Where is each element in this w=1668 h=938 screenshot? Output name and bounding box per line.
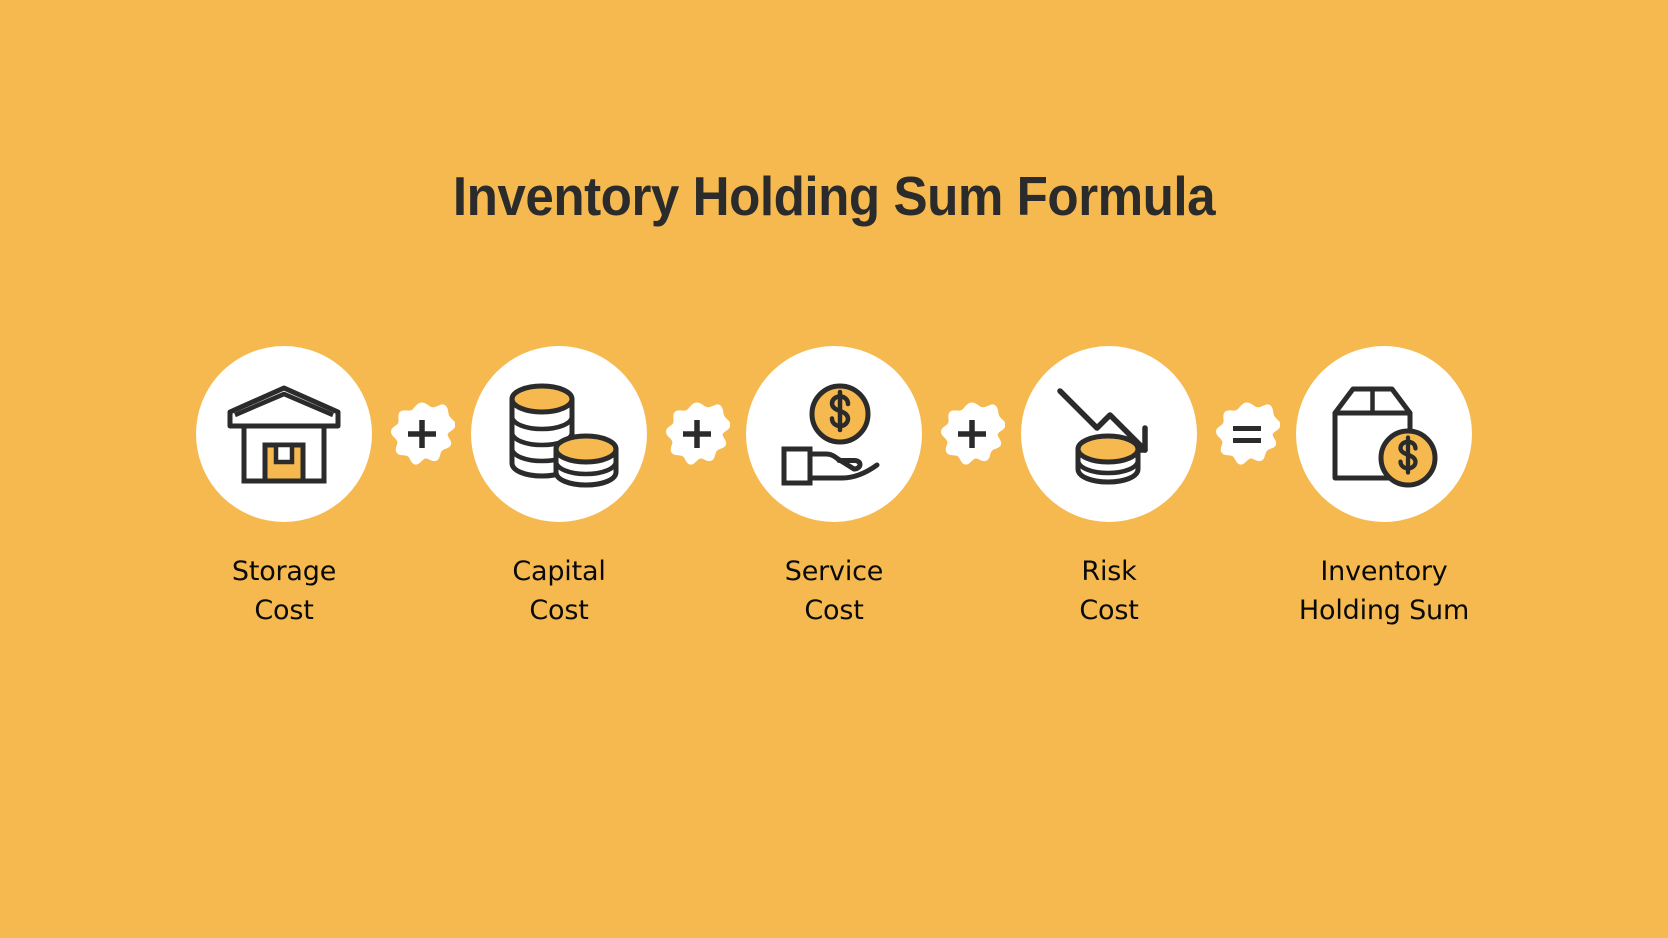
term-label-capital-cost: Capital Cost — [512, 552, 605, 630]
formula-term-risk-cost: Risk Cost — [1002, 346, 1217, 630]
plus-operator-3 — [935, 346, 1009, 522]
plus-operator-badge-icon — [939, 401, 1005, 467]
plus-operator-1 — [385, 346, 459, 522]
term-label-line2: Cost — [1079, 595, 1139, 627]
term-label-line1: Storage — [231, 556, 337, 587]
formula-term-inventory-holding-sum: Inventory Holding Sum — [1277, 346, 1492, 630]
formula-term-storage-cost: Storage Cost — [177, 346, 392, 630]
term-label-line2: Cost — [804, 595, 864, 627]
icon-disc-storage — [196, 346, 372, 522]
term-label-storage-cost: Storage Cost — [232, 552, 336, 630]
declining-arrow-coins-icon — [1053, 381, 1165, 487]
term-label-inventory-holding-sum: Inventory Holding Sum — [1299, 552, 1469, 630]
icon-disc-inventory-holding-sum — [1296, 346, 1472, 522]
term-label-line2: Cost — [529, 595, 589, 627]
formula-term-service-cost: Service Cost — [727, 346, 942, 630]
page-title: Inventory Holding Sum Formula — [452, 165, 1216, 227]
plus-operator-badge-icon — [664, 401, 730, 467]
term-label-line2: Cost — [254, 595, 314, 627]
icon-disc-capital — [471, 346, 647, 522]
term-label-line1: Service — [784, 556, 884, 587]
term-label-service-cost: Service Cost — [784, 552, 884, 630]
term-label-risk-cost: Risk Cost — [1079, 552, 1138, 630]
term-label-line1: Inventory — [1320, 556, 1448, 587]
term-label-line2: Holding Sum — [1298, 595, 1470, 627]
icon-disc-risk — [1021, 346, 1197, 522]
formula-term-capital-cost: Capital Cost — [452, 346, 667, 630]
warehouse-icon — [225, 382, 343, 486]
icon-disc-service — [746, 346, 922, 522]
term-label-line1: Risk — [1081, 556, 1137, 587]
hand-holding-coin-icon — [778, 381, 890, 487]
plus-operator-2 — [660, 346, 734, 522]
formula-row: Storage Cost — [0, 346, 1668, 646]
term-label-line1: Capital — [512, 556, 606, 587]
plus-operator-badge-icon — [389, 401, 455, 467]
box-with-coin-icon — [1326, 379, 1442, 489]
coin-stacks-icon — [499, 379, 619, 489]
equals-operator — [1210, 346, 1284, 522]
equals-operator-badge-icon — [1214, 401, 1280, 467]
